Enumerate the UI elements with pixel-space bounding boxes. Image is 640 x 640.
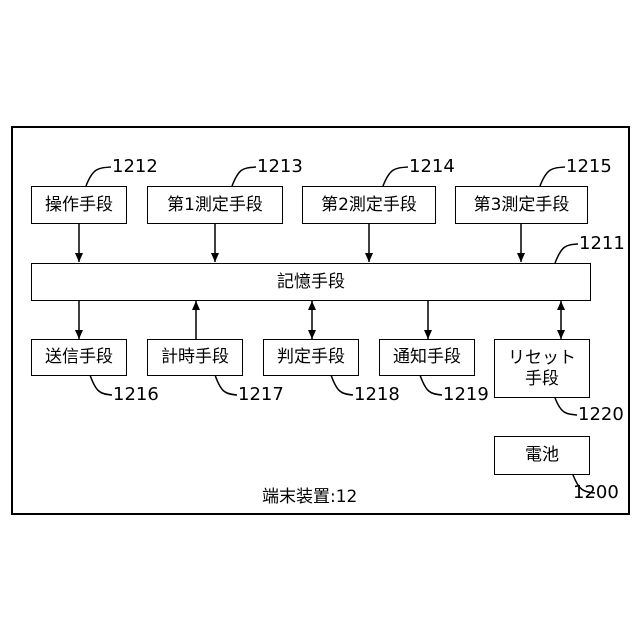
operation-block: 操作手段 xyxy=(31,186,127,224)
reset-block: リセット 手段 xyxy=(494,339,590,398)
ref-1214: 1214 xyxy=(409,158,455,176)
storage-label: 記憶手段 xyxy=(277,272,345,292)
ref-1211: 1211 xyxy=(579,235,625,253)
reset-label-line2: 手段 xyxy=(525,369,559,389)
ref-1219: 1219 xyxy=(443,386,489,404)
ref-1218: 1218 xyxy=(354,386,400,404)
timer-label: 計時手段 xyxy=(161,347,229,367)
measure3-label: 第3測定手段 xyxy=(474,195,570,215)
notify-label: 通知手段 xyxy=(393,347,461,367)
transmit-block: 送信手段 xyxy=(31,339,127,376)
battery-label: 電池 xyxy=(525,445,559,465)
measure2-block: 第2測定手段 xyxy=(302,186,436,224)
judge-block: 判定手段 xyxy=(263,339,359,376)
judge-label: 判定手段 xyxy=(277,347,345,367)
transmit-label: 送信手段 xyxy=(45,347,113,367)
battery-block: 電池 xyxy=(494,436,590,475)
operation-label: 操作手段 xyxy=(45,195,113,215)
measure3-block: 第3測定手段 xyxy=(455,186,588,224)
ref-1217: 1217 xyxy=(238,386,284,404)
timer-block: 計時手段 xyxy=(147,339,243,376)
notify-block: 通知手段 xyxy=(379,339,475,376)
ref-1216: 1216 xyxy=(113,386,159,404)
ref-1215: 1215 xyxy=(566,158,612,176)
measure2-label: 第2測定手段 xyxy=(321,195,417,215)
storage-block: 記憶手段 xyxy=(31,263,591,301)
ref-1200: 1200 xyxy=(573,484,619,502)
reset-label-line1: リセット xyxy=(508,348,576,368)
device-caption: 端末装置:12 xyxy=(262,482,357,507)
measure1-label: 第1測定手段 xyxy=(167,195,263,215)
measure1-block: 第1測定手段 xyxy=(147,186,283,224)
ref-1212: 1212 xyxy=(112,158,158,176)
ref-1213: 1213 xyxy=(257,158,303,176)
ref-1220: 1220 xyxy=(578,406,624,424)
